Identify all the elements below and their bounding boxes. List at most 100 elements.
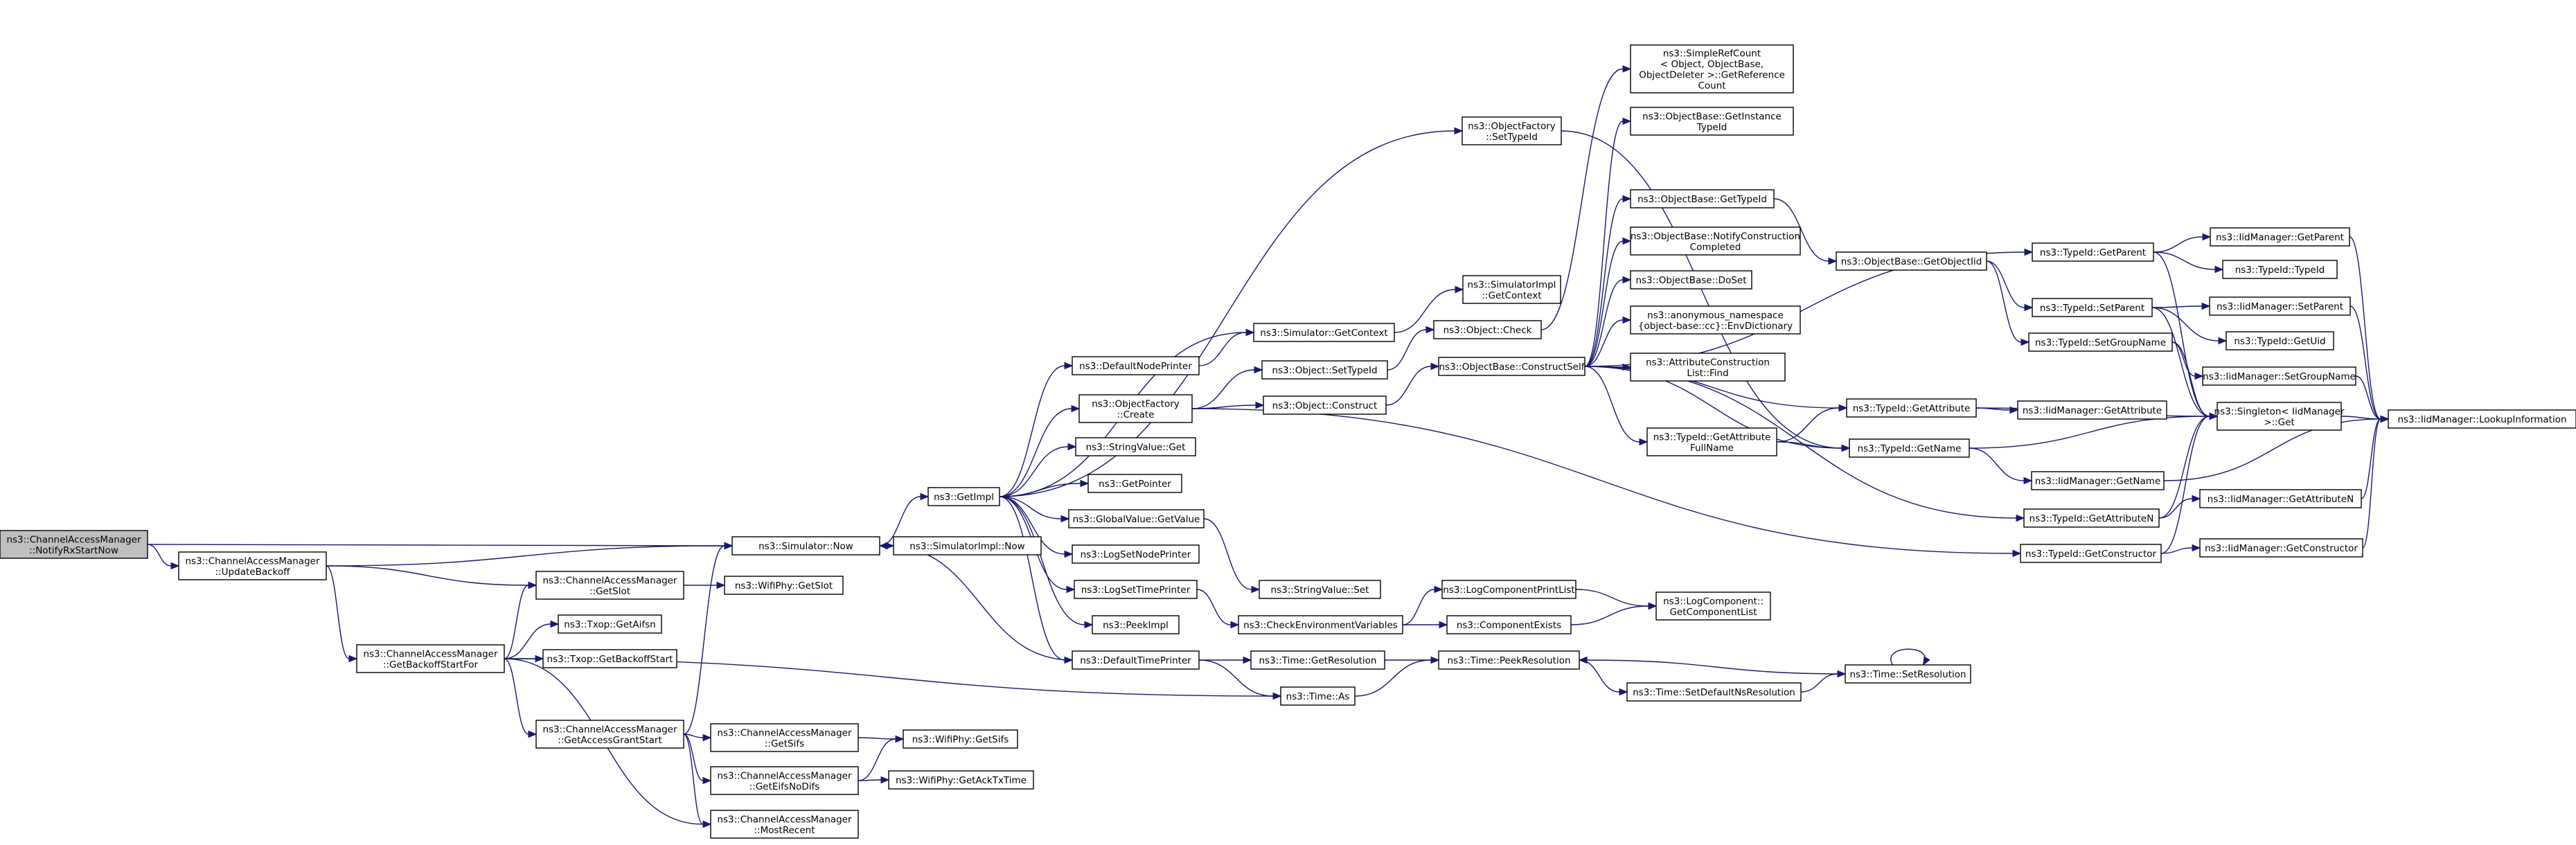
graph-node-wifigetslot[interactable]: ns3::WifiPhy::GetSlot [724, 576, 844, 595]
graph-node-timesetresolution[interactable]: ns3::Time::SetResolution [1845, 664, 1971, 684]
graph-node-timepeekresolution[interactable]: ns3::Time::PeekResolution [1438, 650, 1580, 670]
graph-edge-arrowhead [528, 581, 538, 589]
graph-node-box [1280, 686, 1356, 706]
graph-node-mostrecent[interactable]: ns3::ChannelAccessManager::MostRecent [710, 810, 859, 839]
graph-node-objfactorysettypeid[interactable]: ns3::ObjectFactory::SetTypeId [1462, 116, 1562, 145]
graph-node-typeidgetattributen[interactable]: ns3::TypeId::GetAttributeN [2023, 508, 2160, 528]
graph-edge-line [1203, 518, 1252, 590]
graph-node-constructself[interactable]: ns3::ObjectBase::ConstructSelf [1438, 357, 1585, 376]
graph-node-simimplgetcontext[interactable]: ns3::SimulatorImpl::GetContext [1462, 275, 1561, 304]
graph-node-objfactorycreate[interactable]: ns3::ObjectFactory::Create [1078, 394, 1193, 423]
graph-node-wifigetsifs[interactable]: ns3::WifiPhy::GetSifs [903, 729, 1018, 749]
graph-node-wifigetacktxtime[interactable]: ns3::WifiPhy::GetAckTxTime [888, 770, 1034, 790]
graph-node-peekimpl[interactable]: ns3::PeekImpl [1092, 615, 1180, 634]
graph-edge [1986, 260, 2030, 346]
graph-node-typeidtypeid[interactable]: ns3::TypeId::TypeId [2222, 260, 2338, 279]
graph-node-simplerefcount[interactable]: ns3::SimpleRefCount< Object, ObjectBase,… [1630, 44, 1794, 94]
graph-edge [2153, 233, 2212, 253]
graph-node-stringvalueset[interactable]: ns3::StringValue::Set [1259, 580, 1381, 599]
graph-node-txopbackoffstart[interactable]: ns3::Txop::GetBackoffStart [542, 649, 677, 668]
graph-edge [504, 620, 560, 659]
graph-node-box [2032, 242, 2154, 262]
graph-node-getbackoffstartfor[interactable]: ns3::ChannelAccessManager::GetBackoffSta… [356, 644, 505, 673]
graph-node-iidlookupinfo[interactable]: ns3::IidManager::LookupInformation [2388, 409, 2576, 429]
graph-node-getobjectiid[interactable]: ns3::ObjectBase::GetObjectIid [1836, 251, 1987, 271]
graph-node-notify[interactable]: ns3::ChannelAccessManager::NotifyRxStart… [0, 530, 148, 559]
graph-node-objectsettypeid[interactable]: ns3::Object::SetTypeId [1261, 360, 1388, 380]
graph-node-label: ns3::ChannelAccessManager [6, 534, 141, 545]
graph-node-label: ns3::TypeId::TypeId [2235, 265, 2325, 276]
graph-edge [2362, 415, 2390, 549]
graph-node-envdictionary[interactable]: ns3::anonymous_namespace{object-base::cc… [1630, 305, 1801, 335]
graph-node-notifyconstruction[interactable]: ns3::ObjectBase::NotifyConstructionCompl… [1630, 226, 1801, 256]
graph-edge-arrowhead [1578, 656, 1588, 664]
graph-edge-arrowhead [1622, 237, 1632, 245]
graph-node-typeidsetgroupname[interactable]: ns3::TypeId::SetGroupName [2028, 332, 2173, 352]
graph-node-geteifsnodifs[interactable]: ns3::ChannelAccessManager::GetEifsNoDifs [710, 766, 859, 795]
graph-node-logcompprintlist[interactable]: ns3::LogComponentPrintList [1441, 580, 1576, 599]
graph-node-defaulttimeprinter[interactable]: ns3::DefaultTimePrinter [1072, 650, 1200, 670]
graph-node-getslot[interactable]: ns3::ChannelAccessManager::GetSlot [535, 571, 684, 600]
graph-node-objectconstruct[interactable]: ns3::Object::Construct [1263, 395, 1387, 415]
graph-node-iidsetgroupname[interactable]: ns3::IidManager::SetGroupName [2202, 366, 2356, 386]
graph-node-simgetcontext[interactable]: ns3::Simulator::GetContext [1253, 323, 1395, 342]
graph-node-label: ns3::DefaultTimePrinter [1080, 655, 1191, 666]
graph-node-objectbasegettypeid[interactable]: ns3::ObjectBase::GetTypeId [1630, 189, 1775, 208]
graph-node-objectcheck[interactable]: ns3::Object::Check [1433, 320, 1542, 339]
graph-edge-arrowhead [1425, 326, 1435, 334]
graph-node-compexists[interactable]: ns3::ComponentExists [1446, 615, 1572, 634]
graph-edge-line [326, 545, 725, 567]
graph-node-typeidgetattribute[interactable]: ns3::TypeId::GetAttribute [1846, 398, 1977, 418]
graph-node-getsifs[interactable]: ns3::ChannelAccessManager::GetSifs [710, 723, 859, 752]
graph-node-txopaifsn[interactable]: ns3::Txop::GetAifsn [558, 614, 662, 634]
graph-node-updatebackoff[interactable]: ns3::ChannelAccessManager::UpdateBackoff [178, 551, 327, 580]
graph-node-defaultnodeprinter[interactable]: ns3::DefaultNodePrinter [1072, 356, 1200, 375]
graph-node-getaccessgrantstart[interactable]: ns3::ChannelAccessManager::GetAccessGran… [535, 720, 684, 749]
graph-node-timesetdefaultns[interactable]: ns3::Time::SetDefaultNsResolution [1626, 682, 1802, 702]
graph-node-doset[interactable]: ns3::ObjectBase::DoSet [1630, 270, 1752, 290]
graph-node-timeas[interactable]: ns3::Time::As [1280, 686, 1356, 706]
graph-node-iidgetconstructor[interactable]: ns3::IidManager::GetConstructor [2199, 538, 2363, 558]
graph-node-label: ns3::ChannelAccessManager [542, 724, 677, 735]
graph-node-stringvalueget[interactable]: ns3::StringValue::Get [1075, 437, 1196, 456]
graph-edge-line [2350, 305, 2381, 420]
graph-node-label: ns3::ChannelAccessManager [185, 555, 320, 567]
graph-node-label: < Object, ObjectBase, [1660, 59, 1764, 70]
graph-node-label: ns3::Object::Construct [1272, 400, 1378, 411]
graph-node-simnow[interactable]: ns3::Simulator::Now [731, 536, 880, 555]
graph-node-getimpl[interactable]: ns3::GetImpl [927, 487, 1000, 506]
graph-node-label: ns3::DefaultNodePrinter [1079, 361, 1192, 372]
graph-node-iidgetparent[interactable]: ns3::IidManager::GetParent [2210, 227, 2350, 247]
graph-edge [2361, 415, 2390, 499]
graph-edge-arrowhead [1648, 602, 1658, 610]
graph-node-typeidgetuid[interactable]: ns3::TypeId::GetUid [2226, 331, 2334, 350]
graph-edge [1570, 602, 1658, 625]
graph-node-iidgetattribute[interactable]: ns3::IidManager::GetAttribute [2017, 400, 2167, 420]
graph-node-iidgetname[interactable]: ns3::IidManager::GetName [2031, 471, 2165, 490]
graph-node-iidsetparent[interactable]: ns3::IidManager::SetParent [2209, 296, 2351, 316]
graph-node-timegetresolution[interactable]: ns3::Time::GetResolution [1250, 650, 1385, 670]
graph-edge-line [1394, 289, 1456, 333]
graph-node-singletonget[interactable]: ns3::Singleton< IidManager>::Get [2214, 402, 2345, 431]
graph-node-typeidgetparent[interactable]: ns3::TypeId::GetParent [2032, 242, 2154, 262]
graph-node-logsetnodeprinter[interactable]: ns3::LogSetNodePrinter [1072, 544, 1200, 564]
graph-node-iidgetattributen[interactable]: ns3::IidManager::GetAttributeN [2199, 489, 2362, 508]
graph-node-getpointer[interactable]: ns3::GetPointer [1087, 474, 1182, 493]
graph-node-typeidsetparent[interactable]: ns3::TypeId::SetParent [2032, 298, 2153, 317]
graph-edge [1776, 404, 1848, 443]
graph-node-logsettimeprinter[interactable]: ns3::LogSetTimePrinter [1074, 580, 1198, 599]
graph-node-typeidgetname[interactable]: ns3::TypeId::GetName [1849, 438, 1970, 458]
graph-edge-arrowhead [2209, 412, 2219, 420]
graph-node-checkenv[interactable]: ns3::CheckEnvironmentVariables [1238, 615, 1403, 634]
graph-node-typeidgetconstructor[interactable]: ns3::TypeId::GetConstructor [2020, 544, 2162, 563]
graph-node-label: ::MostRecent [754, 825, 815, 836]
graph-node-globalvaluegetvalue[interactable]: ns3::GlobalValue::GetValue [1068, 509, 1205, 528]
graph-edge-arrowhead [1439, 621, 1448, 629]
graph-node-box [1462, 116, 1562, 145]
graph-node-logcompgetlist[interactable]: ns3::LogComponent::GetComponentList [1655, 592, 1771, 621]
graph-node-simimplnow[interactable]: ns3::SimulatorImpl::Now [893, 536, 1042, 555]
graph-node-box [535, 571, 684, 600]
